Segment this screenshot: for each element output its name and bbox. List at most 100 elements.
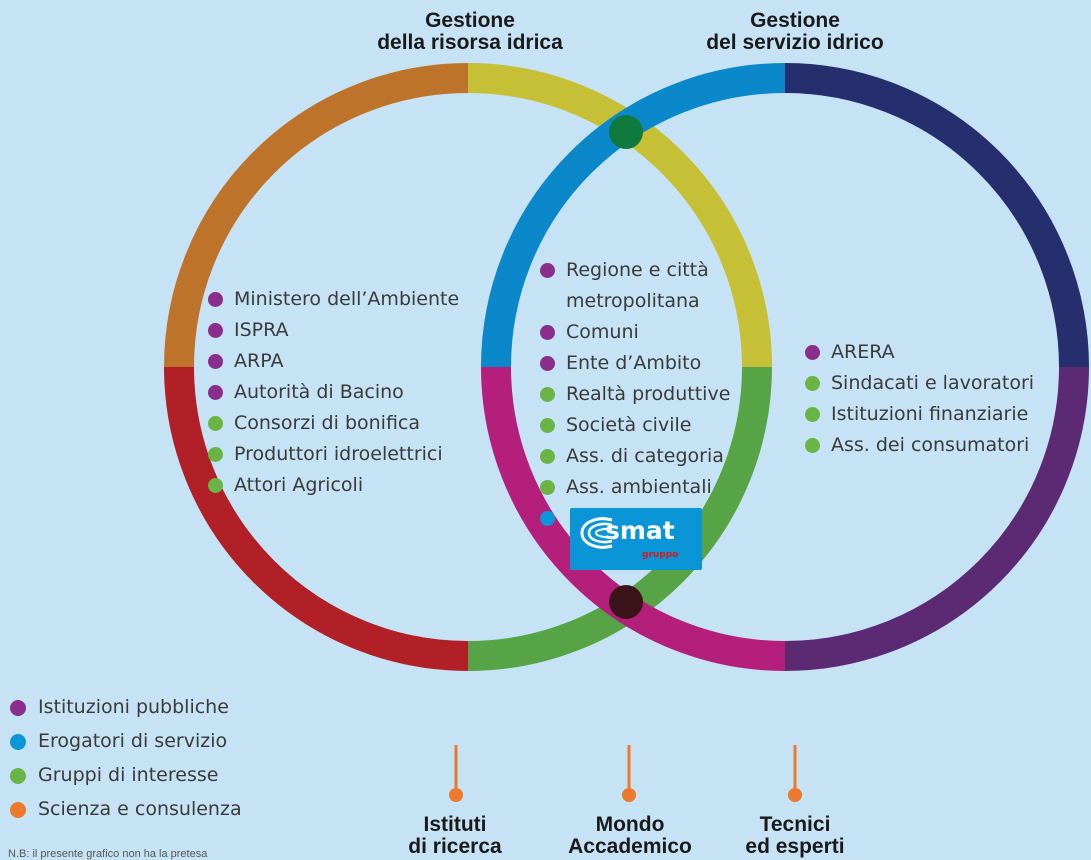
heading-water-service: Gestione del servizio idrico <box>680 10 910 54</box>
ring-segment-right-magenta <box>481 366 786 671</box>
list-item-logo <box>540 503 730 534</box>
list-item-label: metropolitana <box>566 290 700 312</box>
right-stakeholder-list: ARERA Sindacati e lavoratori Istituzioni… <box>805 337 1034 461</box>
list-item: Ass. ambientali <box>540 472 730 503</box>
list-item: Comuni <box>540 317 730 348</box>
bullet-icon <box>805 345 820 360</box>
list-item-label: Sindacati e lavoratori <box>831 372 1035 394</box>
ring-segment-right-purple <box>784 366 1089 671</box>
connector-dot-icon <box>449 788 463 802</box>
bullet-icon <box>805 438 820 453</box>
stakeholder-research-institutes: Istituti di ricerca <box>380 814 530 858</box>
list-item: ISPRA <box>208 315 459 346</box>
list-item-label: Attori Agricoli <box>234 474 364 496</box>
bullet-icon <box>540 263 555 278</box>
list-item: ARERA <box>805 337 1034 368</box>
venn-circle-segments <box>164 63 1089 671</box>
list-item-label: Produttori idroelettrici <box>234 443 443 465</box>
list-item-label: Società civile <box>566 414 692 436</box>
bullet-icon <box>208 385 223 400</box>
list-item: Ente d’Ambito <box>540 348 730 379</box>
ring-segment-right-navy <box>784 63 1089 368</box>
connector-dot-icon <box>622 788 636 802</box>
bullet-icon <box>540 511 555 526</box>
left-stakeholder-list: Ministero dell’Ambiente ISPRA ARPA Autor… <box>208 284 459 501</box>
list-item-label: Realtà produttive <box>566 383 731 405</box>
smat-logo: smat gruppo <box>570 508 702 570</box>
list-item-label: ARPA <box>234 350 284 372</box>
list-item: Istituzioni finanziarie <box>805 399 1034 430</box>
list-item: Consorzi di bonifica <box>208 408 459 439</box>
legend-label: Gruppi di interesse <box>38 764 219 786</box>
list-item: Autorità di Bacino <box>208 377 459 408</box>
list-item-label: Ministero dell’Ambiente <box>234 288 460 310</box>
legend-swatch-icon <box>10 700 26 716</box>
list-item-label: ISPRA <box>234 319 289 341</box>
stakeholder-line2: Accademico <box>568 835 692 858</box>
bullet-icon <box>540 449 555 464</box>
bullet-icon <box>208 354 223 369</box>
legend-swatch-icon <box>10 802 26 818</box>
ring-segment-left-orange <box>164 63 469 368</box>
bullet-icon <box>208 416 223 431</box>
bullet-icon <box>208 447 223 462</box>
heading-water-resource-line1: Gestione <box>425 9 515 32</box>
legend: Istituzioni pubbliche Erogatori di servi… <box>8 690 242 826</box>
list-item-regione: Regione e città <box>540 255 730 286</box>
connector-dot-icon <box>788 788 802 802</box>
heading-water-resource: Gestione della risorsa idrica <box>355 10 585 54</box>
bullet-icon <box>208 292 223 307</box>
list-item-label: Istituzioni finanziarie <box>831 403 1029 425</box>
legend-item: Istituzioni pubbliche <box>8 690 242 724</box>
stakeholder-line1: Tecnici <box>759 813 831 836</box>
list-item-label: Regione e città <box>566 259 709 281</box>
list-item-label: Autorità di Bacino <box>234 381 404 403</box>
list-item: Ministero dell’Ambiente <box>208 284 459 315</box>
ring-segment-left-yellow <box>467 63 772 368</box>
bullet-icon <box>540 480 555 495</box>
bullet-icon <box>208 478 223 493</box>
footnote: N.B: il presente grafico non ha la prete… <box>8 848 208 860</box>
bullet-icon <box>540 387 555 402</box>
list-item-regione-continued: metropolitana <box>540 286 730 317</box>
ring-segment-left-green <box>467 366 772 671</box>
center-stakeholder-list: Regione e città metropolitana Comuni Ent… <box>540 255 730 534</box>
list-item: ARPA <box>208 346 459 377</box>
legend-swatch-icon <box>10 734 26 750</box>
bullet-icon <box>208 323 223 338</box>
list-item-label: Ente d’Ambito <box>566 352 702 374</box>
bullet-icon <box>805 407 820 422</box>
smat-logo-word: smat <box>605 516 675 545</box>
ring-crossing-top <box>609 115 643 149</box>
smat-swirl-icon <box>580 517 613 549</box>
list-item-label: Consorzi di bonifica <box>234 412 421 434</box>
ring-crossing-bottom <box>609 585 643 619</box>
list-item-label: Ass. dei consumatori <box>831 434 1030 456</box>
legend-label: Scienza e consulenza <box>38 798 242 820</box>
heading-water-service-line2: del servizio idrico <box>706 31 884 54</box>
list-item-label: Ass. ambientali <box>566 476 712 498</box>
bullet-icon <box>540 356 555 371</box>
list-item-label: Ass. di categoria <box>566 445 724 467</box>
stakeholder-line2: ed esperti <box>745 835 845 858</box>
ring-segment-right-blue <box>481 63 786 368</box>
stakeholder-technical-experts: Tecnici ed esperti <box>720 814 870 858</box>
bullet-icon <box>540 325 555 340</box>
legend-item: Erogatori di servizio <box>8 724 242 758</box>
list-item: Sindacati e lavoratori <box>805 368 1034 399</box>
legend-label: Erogatori di servizio <box>38 730 228 752</box>
stakeholder-line2: di ricerca <box>408 835 502 858</box>
list-item: Produttori idroelettrici <box>208 439 459 470</box>
stakeholder-connectors <box>449 745 802 802</box>
heading-water-resource-line2: della risorsa idrica <box>377 31 563 54</box>
list-item: Realtà produttive <box>540 379 730 410</box>
bullet-icon <box>805 376 820 391</box>
legend-item: Gruppi di interesse <box>8 758 242 792</box>
heading-water-service-line1: Gestione <box>750 9 840 32</box>
legend-label: Istituzioni pubbliche <box>38 696 229 718</box>
legend-swatch-icon <box>10 768 26 784</box>
list-item: Ass. di categoria <box>540 441 730 472</box>
list-item-label: ARERA <box>831 341 895 363</box>
list-item-label: Comuni <box>566 321 639 343</box>
